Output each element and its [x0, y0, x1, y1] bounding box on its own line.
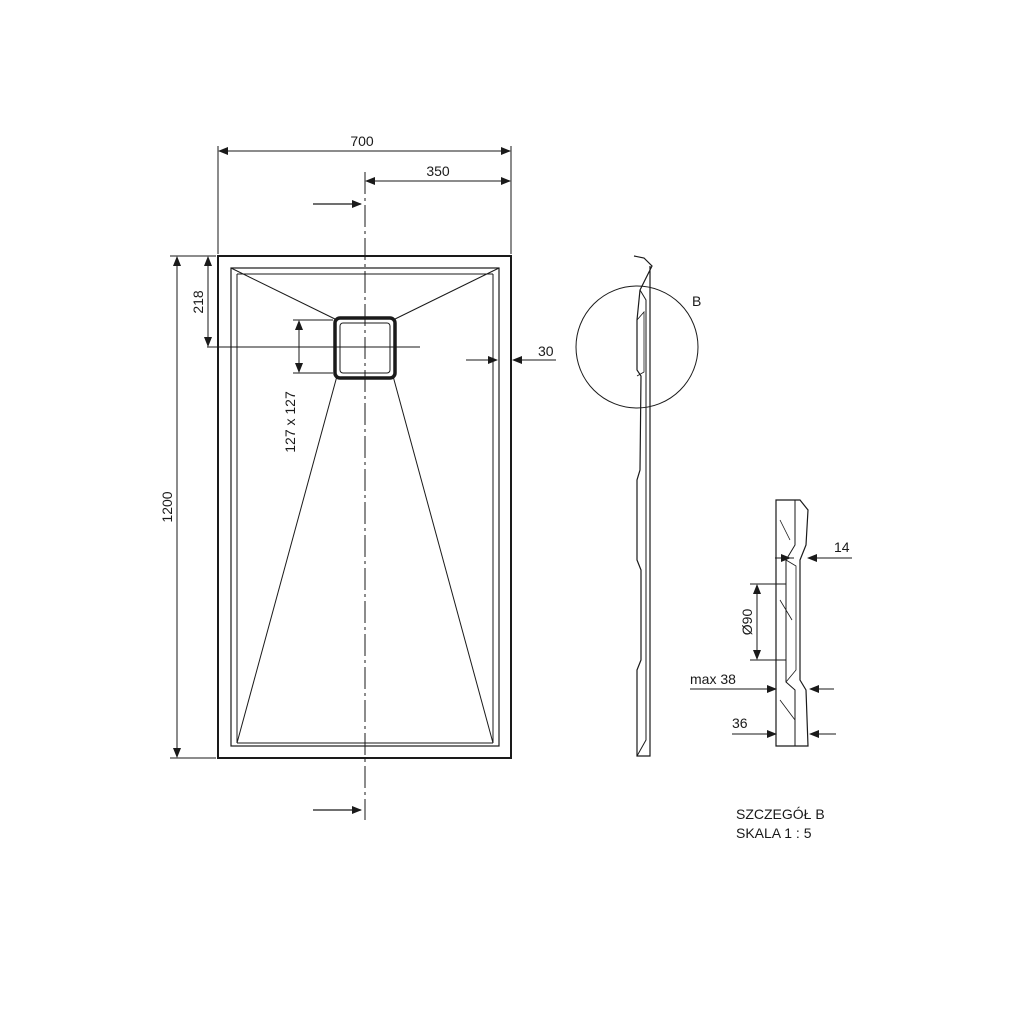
detail-callout-label: B: [692, 293, 701, 309]
thickness-label: 14: [834, 539, 850, 555]
drain-offset-label: 218: [190, 290, 206, 314]
max-height-label: max 38: [690, 671, 736, 687]
detail-title-line2: SKALA 1 : 5: [736, 825, 812, 841]
half-width-label: 350: [426, 163, 450, 179]
rim-label: 30: [538, 343, 554, 359]
width-label: 700: [350, 133, 374, 149]
plan-view: 700 350 1200 218 127 x 127 30: [159, 133, 556, 820]
detail-b: 14 Ø90 max 38 36 SZCZEGÓŁ B SKALA 1 : 5: [690, 499, 852, 841]
outlet-diameter-label: Ø90: [739, 609, 755, 636]
side-profile: [633, 255, 653, 757]
side-view: B: [575, 255, 701, 757]
detail-b-circle: [575, 285, 699, 409]
length-label: 1200: [159, 491, 175, 522]
drain-size-label: 127 x 127: [282, 391, 298, 453]
detail-title-line1: SZCZEGÓŁ B: [736, 806, 825, 822]
total-height-label: 36: [732, 715, 748, 731]
detail-profile: [775, 499, 809, 747]
